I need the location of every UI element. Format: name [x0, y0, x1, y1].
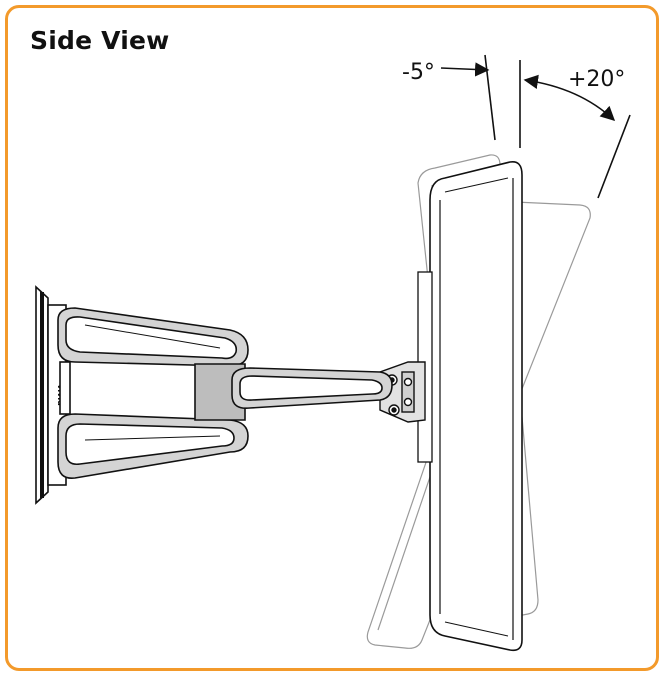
elbow-joint-icon — [59, 361, 246, 421]
tilt-down-label: -5° — [402, 60, 435, 85]
lower-arm-icon — [57, 413, 249, 479]
tilt-down-arrow — [440, 62, 490, 77]
diagram-title: Side View — [30, 26, 170, 55]
tilt-up-arrow — [523, 74, 616, 121]
tilt-up-label: +20° — [568, 67, 625, 92]
upper-arm-icon — [57, 307, 249, 367]
monitor-icon — [417, 160, 523, 652]
forearm-icon — [231, 367, 393, 410]
